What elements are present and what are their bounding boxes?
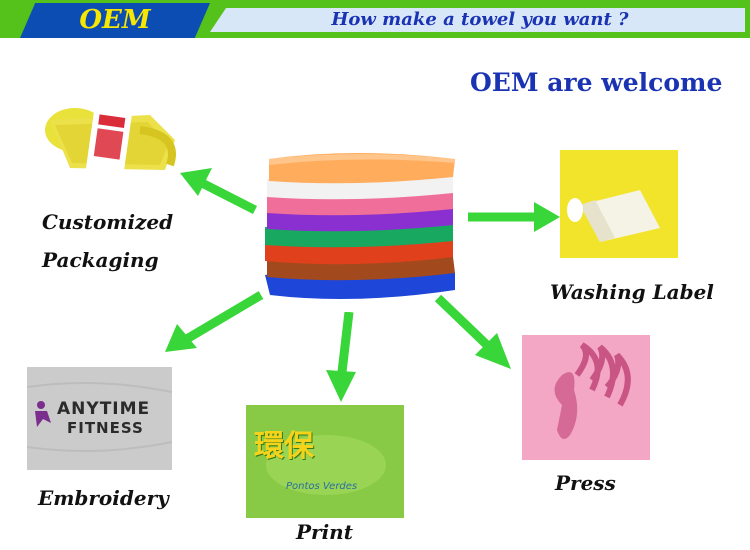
print-image: 環保 Pontos Verdes bbox=[246, 405, 404, 518]
header-oem-tab bbox=[20, 3, 210, 38]
customized-label: Customized bbox=[42, 209, 192, 235]
washing-label-image bbox=[560, 150, 678, 258]
customized-label-line1: Customized bbox=[42, 210, 174, 234]
arrow-down-icon bbox=[326, 312, 356, 402]
towel-stack-image bbox=[255, 145, 465, 315]
print-logo-line2: Pontos Verdes bbox=[286, 481, 358, 492]
embroidery-logo-line1: ANYTIME bbox=[57, 399, 151, 419]
header-banner: OEM How make a towel you want ? bbox=[0, 0, 750, 40]
print-label: Print bbox=[296, 520, 353, 544]
embroidery-fabric bbox=[27, 367, 172, 470]
press-image bbox=[522, 335, 650, 460]
arrow-left-icon bbox=[180, 168, 258, 215]
arrow-down-left-icon bbox=[165, 291, 264, 352]
washing-label-text: Washing Label bbox=[550, 280, 714, 304]
embroidery-logo-line2: FITNESS bbox=[67, 419, 144, 437]
embroidery-label: Embroidery bbox=[38, 486, 169, 510]
packaging-label: Packaging bbox=[42, 247, 192, 273]
oem-tab-label: OEM bbox=[79, 5, 151, 35]
customized-label-line2: Packaging bbox=[42, 248, 159, 272]
press-label: Press bbox=[555, 471, 616, 495]
print-logo-line1: 環保 bbox=[254, 429, 314, 464]
customized-packaging-image bbox=[30, 90, 180, 180]
arrow-down-right-icon bbox=[435, 295, 511, 369]
header-title-bar bbox=[210, 8, 745, 32]
print-fabric bbox=[246, 405, 404, 518]
embroidery-image: ANYTIME FITNESS bbox=[27, 367, 172, 470]
welcome-text: OEM are welcome bbox=[470, 68, 723, 97]
page-title: How make a towel you want ? bbox=[331, 9, 629, 30]
arrow-right-icon bbox=[468, 202, 560, 232]
